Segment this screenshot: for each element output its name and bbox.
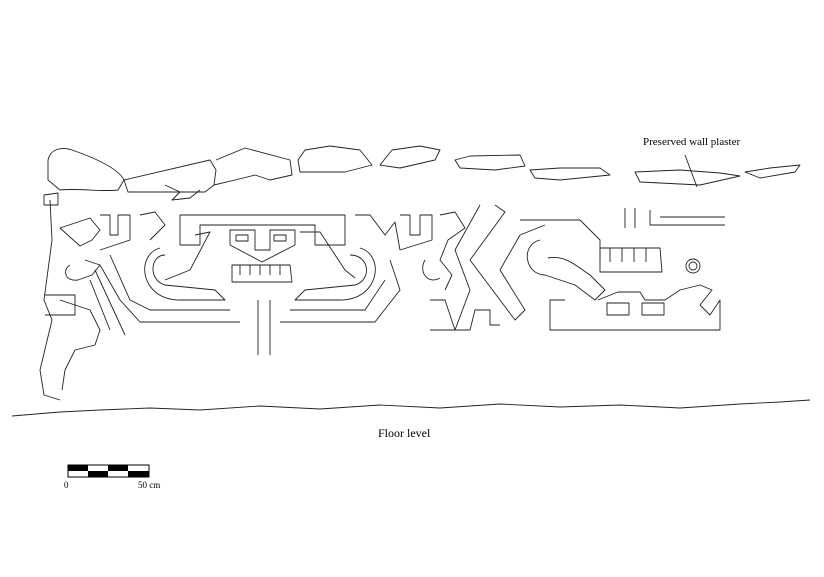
plaster-leader (684, 154, 698, 188)
floor-line (11, 399, 811, 417)
left-edge (39, 199, 101, 401)
top-stone-row (43, 145, 801, 206)
scale-start-label: 0 (64, 480, 69, 490)
scale-end-label: 50 cm (138, 480, 161, 490)
floor-level-label: Floor level (378, 426, 431, 440)
preserved-plaster-label: Preserved wall plaster (643, 136, 741, 148)
right-panel-motif (399, 204, 725, 331)
scale-bar (67, 464, 150, 478)
left-panel-motif (59, 211, 401, 355)
